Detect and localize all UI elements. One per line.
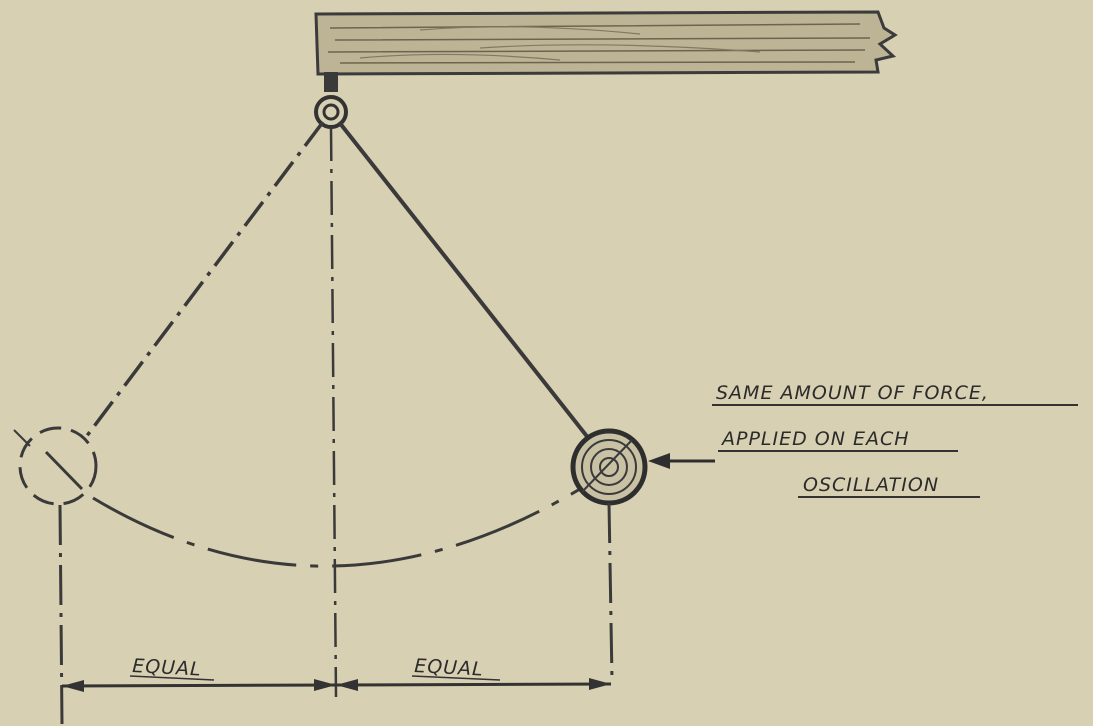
extension-line-left [58,504,64,725]
extension-line-right [607,502,614,681]
string-right [337,120,595,446]
force-annotation: SAME AMOUNT OF FORCE, APPLIED ON EACH OS… [712,382,1078,498]
annotation-line-2: APPLIED ON EACH [720,428,910,450]
pivot-ring [314,72,348,129]
dimension-line [61,678,612,692]
swing-arc [92,484,586,568]
annotation-line-3: OSCILLATION [803,474,939,496]
equal-label-right-underline [411,675,501,681]
bob-right [570,428,648,506]
force-arrow [648,453,715,469]
string-center-vertical [329,126,338,698]
equal-label-left-underline [129,675,215,681]
string-left-dashed [84,120,325,439]
bob-left-dashed [13,426,98,506]
annotation-line-1: SAME AMOUNT OF FORCE, [716,382,989,404]
wooden-beam [314,10,898,76]
